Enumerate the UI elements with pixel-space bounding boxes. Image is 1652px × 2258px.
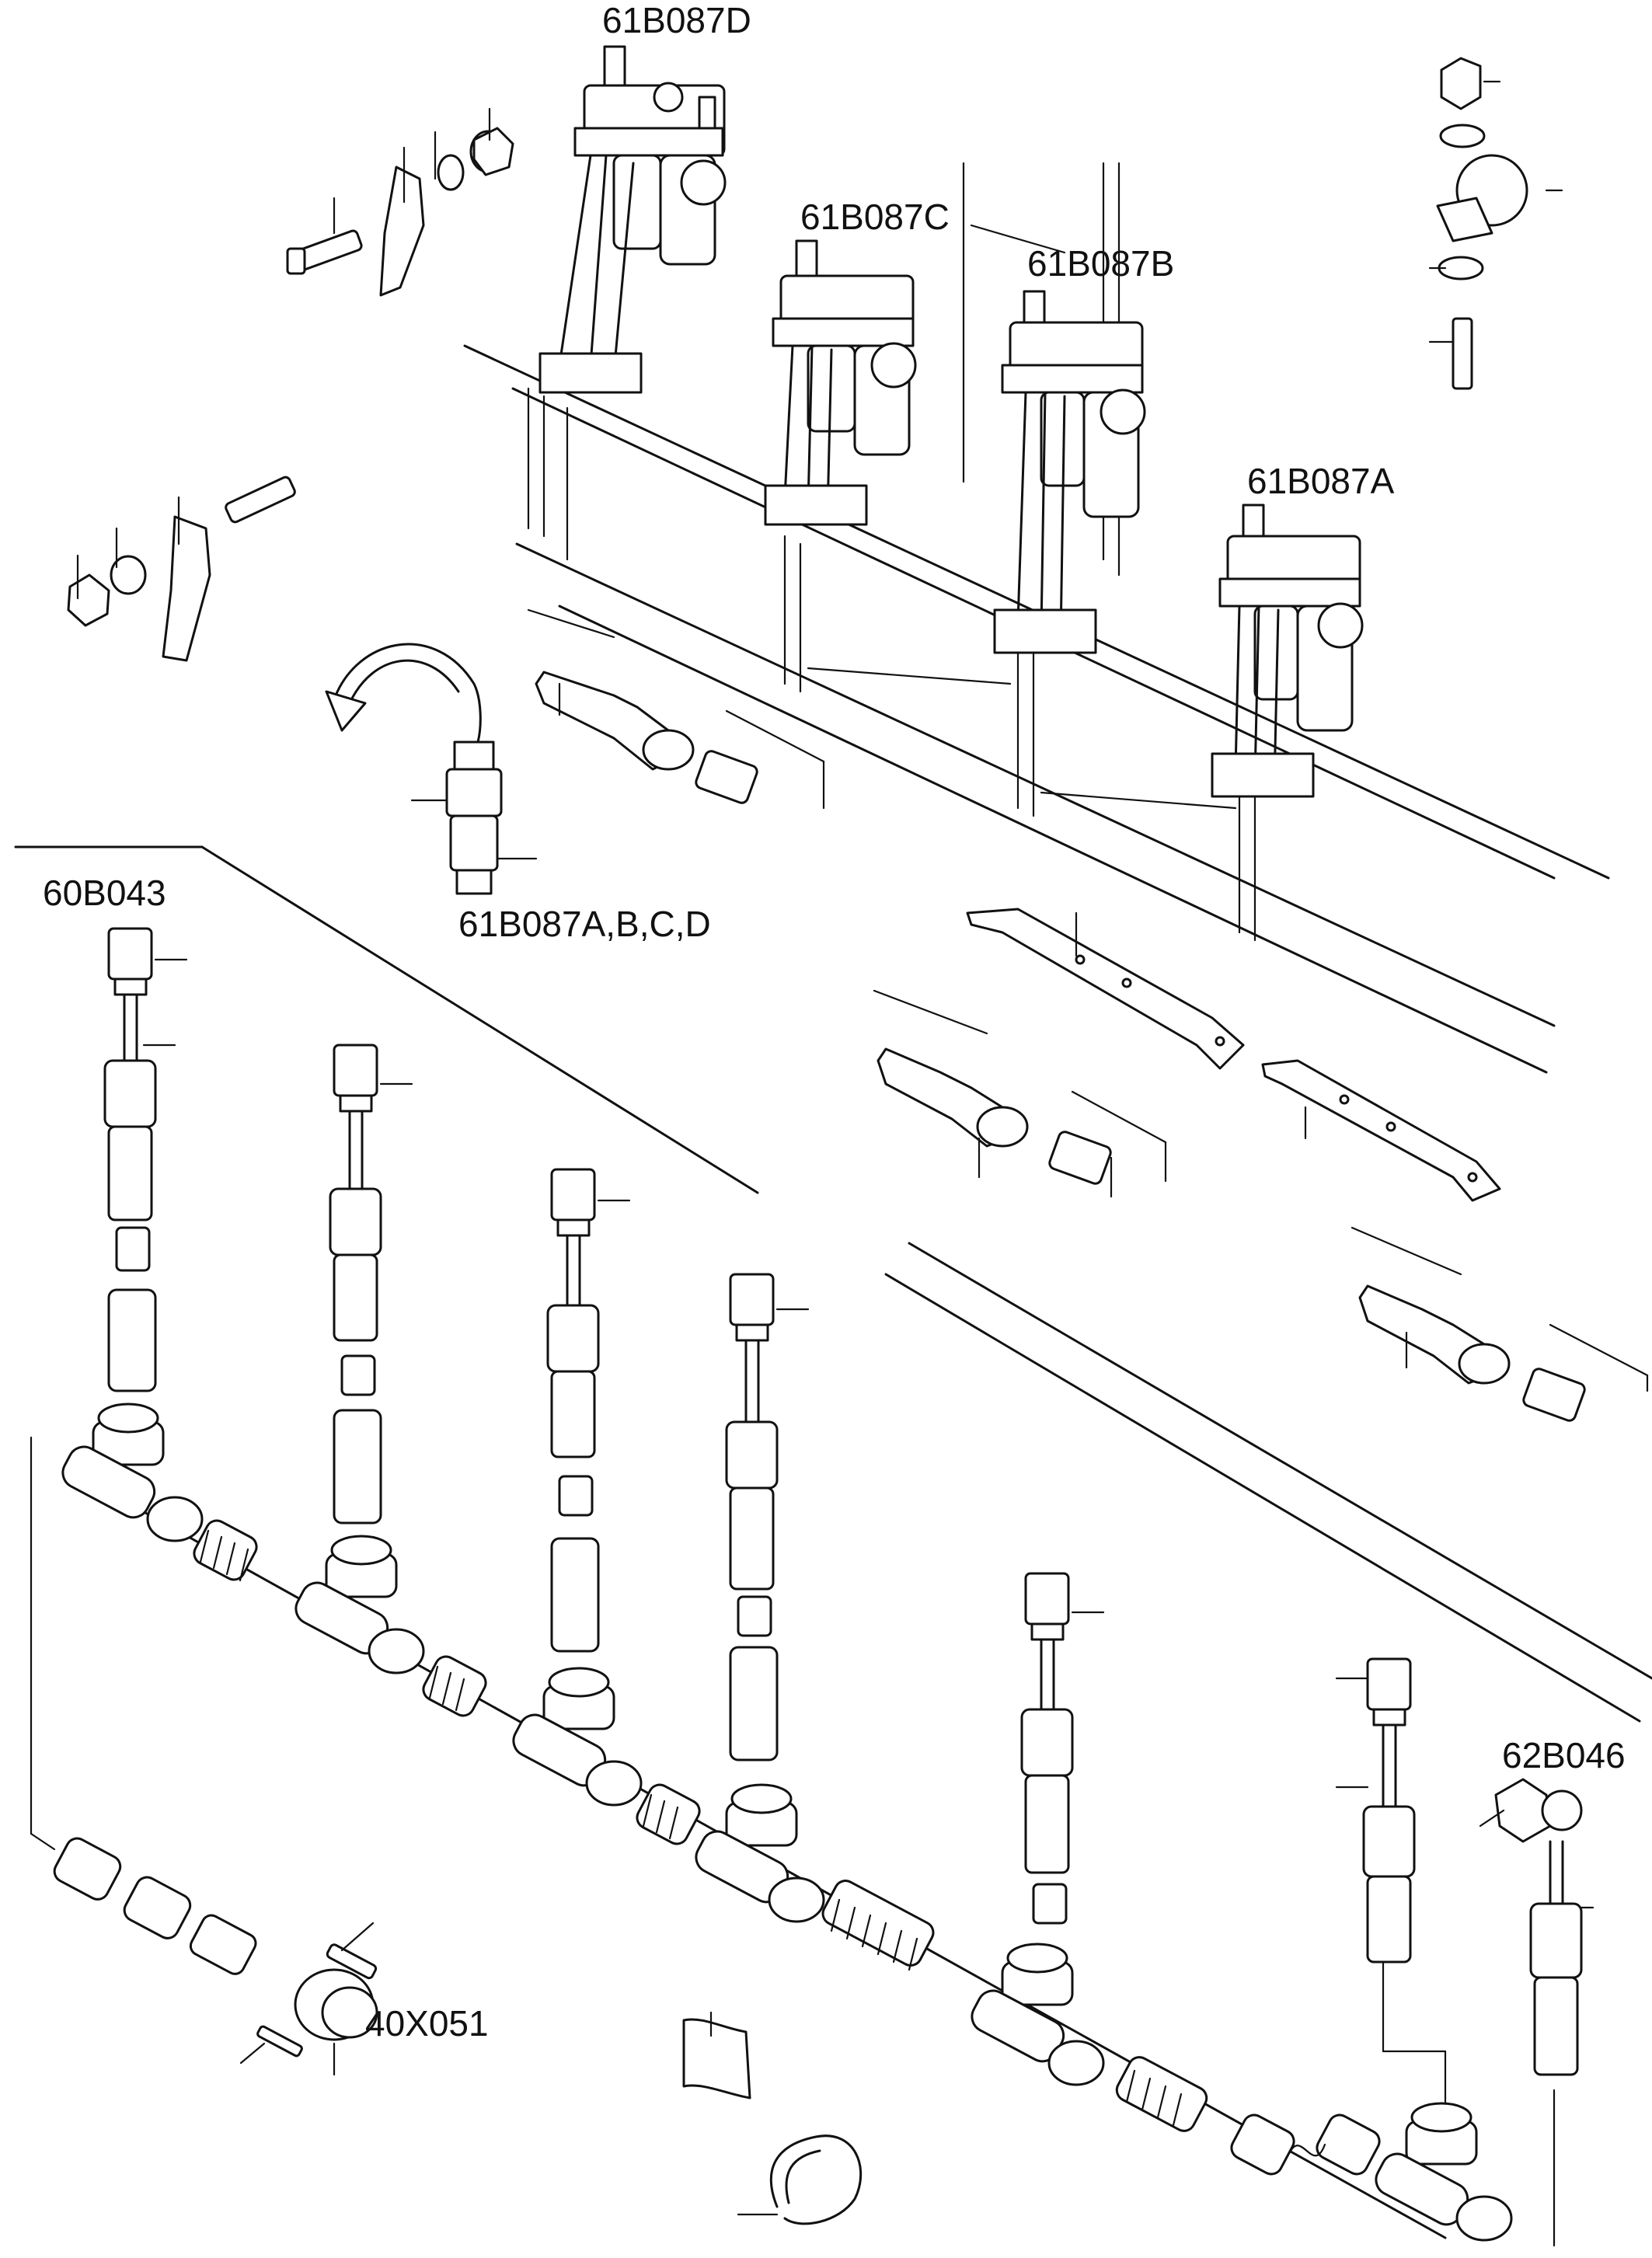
- valve-61b087d: [538, 45, 727, 394]
- sensor-branch-4: [725, 1273, 810, 1761]
- label-valve-b: 61B087B: [1027, 243, 1174, 284]
- mounting-strap-1: [966, 908, 1245, 1070]
- label-connector-right: 62B046: [1502, 1735, 1626, 1775]
- loose-plug-parts: [53, 1837, 378, 2076]
- bracket-bolt-set-upper: [286, 107, 514, 297]
- label-plug: 40X051: [365, 2003, 489, 2044]
- sensor-branch-1: [103, 927, 188, 1392]
- rubber-boot-3: [1351, 1226, 1649, 1422]
- adhesive-tape-piece: [682, 2011, 751, 2099]
- sensor-branch-3: [546, 1168, 631, 1653]
- t-junction-3: [512, 1667, 643, 1807]
- sensor-branch-5: [1020, 1572, 1105, 1925]
- corrugated-sleeve-4: [821, 1880, 935, 1971]
- harness-trunk: [14, 845, 1556, 2247]
- corrugated-sleeve-5: [1115, 2056, 1208, 2132]
- cable-tie: [737, 2134, 863, 2225]
- valve-rail-frame: [463, 162, 1652, 1723]
- label-valve-a: 61B087A: [1247, 461, 1395, 501]
- t-junction-4: [695, 1783, 825, 1923]
- valve-61b087b: [993, 290, 1146, 654]
- t-junction-5: [971, 1943, 1105, 2086]
- t-junction-2: [295, 1535, 425, 1674]
- label-valve-d: 61B087D: [602, 0, 751, 40]
- corrugated-sleeve-1: [193, 1519, 258, 1582]
- bracket-bolt-set-lower: [67, 476, 296, 662]
- rubber-boot-2: [873, 989, 1167, 1198]
- label-connector-left: 60B043: [43, 873, 166, 913]
- sensor-branch-7: [1479, 1778, 1594, 2076]
- sensor-branch-2: [329, 1044, 413, 1524]
- valve-61b087a: [1211, 504, 1364, 798]
- corrugated-sleeve-2: [422, 1655, 487, 1717]
- t-junction-1: [61, 1403, 204, 1542]
- sensor-branch-6: [1335, 1657, 1416, 1964]
- pressure-sensor-with-cable: [325, 643, 538, 895]
- pipe-clamp-set: [1428, 57, 1563, 390]
- t-junction-6: [1375, 2102, 1513, 2242]
- corrugated-sleeve-6: [1230, 2113, 1381, 2176]
- mounting-strap-2: [1261, 1059, 1501, 1202]
- label-sensor-group: 61B087A,B,C,D: [458, 904, 711, 944]
- label-valve-c: 61B087C: [800, 197, 950, 237]
- valve-61b087c: [764, 239, 917, 526]
- corrugated-sleeve-3: [636, 1783, 701, 1845]
- rubber-boot-1: [527, 608, 825, 810]
